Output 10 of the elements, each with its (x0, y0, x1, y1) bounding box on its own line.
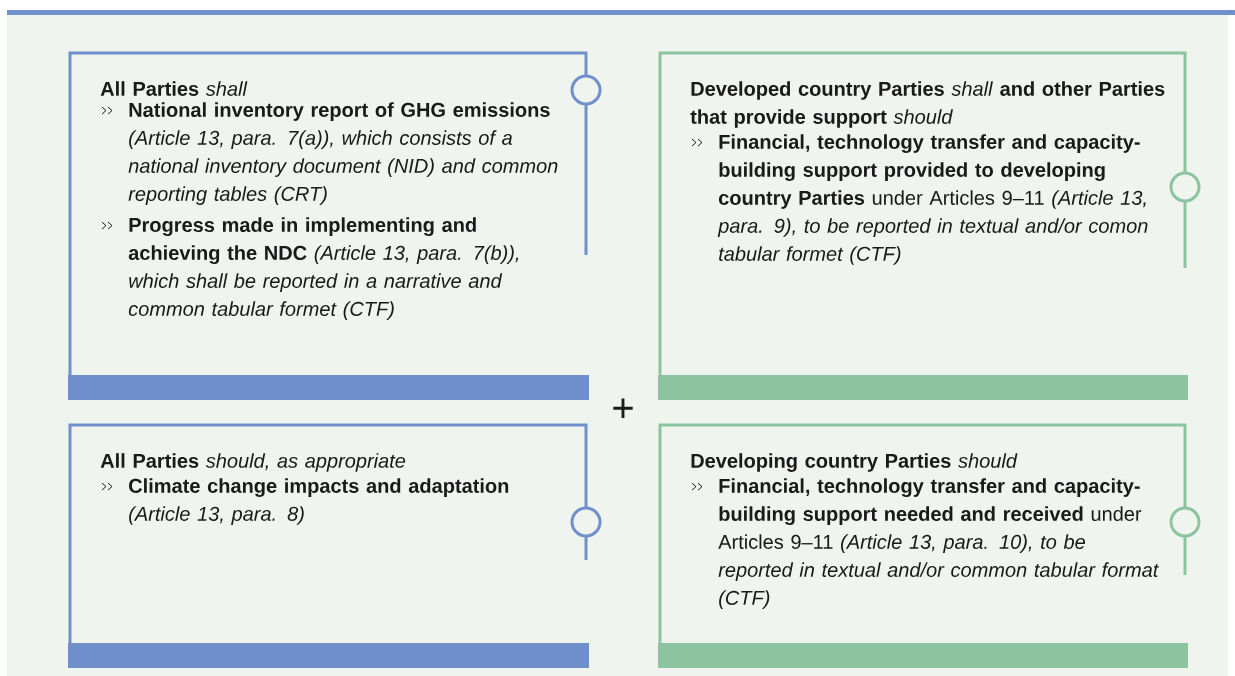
bullet-item: Progress made in implementing and achieving the NDC (Article 13, para. 7(b)), which shall be reported in a narrative and common tabular formet (CTF) (128, 217, 519, 320)
card-heading: Developed country Parties shall and other Parties that provide support should (690, 81, 1165, 128)
card-heading: Developing country Parties should (691, 453, 1018, 472)
bullet-item: National inventory report of GHG emissions (Article 13, para. 7(a)), which consists of a national inventory document (NID) and common reporting tables (CRT) (128, 102, 558, 205)
card-heading: All Parties should, as appropriate (100, 453, 406, 472)
card-heading: All Parties shall (100, 81, 248, 96)
bullet-item: Climate change impacts and adaptation (Article 13, para. 8) (129, 478, 509, 525)
bullet-item: Financial, technology transfer and capacity-building support needed and received under Articles 9–11 (Article 13, para. 10), to be reported in textual and/or common tabular format (CTF) (718, 478, 1159, 609)
bullet-item: Financial, technology transfer and capacity-building support provided to developing country Parties under Articles 9–11 (Article 13, para. 9), to be reported in textual and/or comon tabular formet (CTF) (717, 134, 1148, 265)
plus-sign: + (613, 398, 633, 418)
